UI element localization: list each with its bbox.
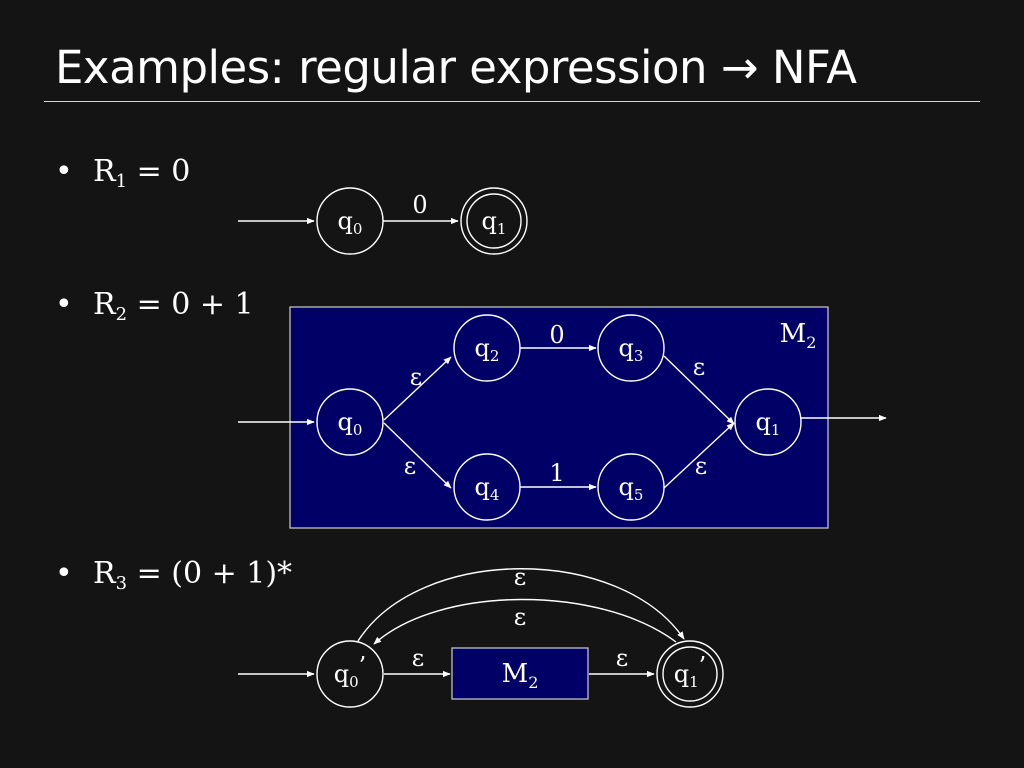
regex-name: R [93,556,116,591]
machine-box-m2 [451,647,589,700]
regex-expression: = (0 + 1)* [127,556,293,591]
bullet-dot: • [55,556,73,591]
svg-text:q0’: q0’ [334,652,367,691]
svg-text:q0: q0 [338,207,363,238]
transition-label: 0 [549,321,564,349]
svg-text:q1: q1 [482,207,507,238]
regex-subscript: 3 [115,573,128,594]
svg-text:q0: q0 [338,408,363,439]
example-3-bullet: • R3 = (0 + 1)* [55,556,293,594]
regex-name: R [93,287,116,322]
state-q3: q3 [597,314,665,382]
machine-box-m2 [289,306,829,529]
bullet-dot: • [55,154,73,189]
nfa-3: q0’ ε M2 ε q1’ ε ε [238,563,724,708]
regex-expression: = 0 [127,154,191,189]
transition-q0-q4 [383,422,452,489]
state-subscript: 0 [353,220,363,238]
transition-label-epsilon: ε [412,644,424,672]
transition-skip-arc [357,568,685,642]
transition-label-epsilon: ε [404,452,416,480]
transition-q5-q1 [663,422,735,489]
state-q1-prime-accepting: q1’ [656,640,724,708]
state-q0-prime: q0’ [316,640,384,708]
transition-label: 0 [412,191,427,219]
state-label: q [482,207,497,235]
nfa-1: q0 0 q1 [238,187,528,255]
machine-box-label: M2 [502,659,539,692]
example-1-bullet: • R1 = 0 [55,154,191,192]
transition-q3-q1 [663,355,735,425]
svg-text:q3: q3 [619,334,644,365]
regex-expression: = 0 + 1 [127,287,254,322]
transition-label-epsilon: ε [695,452,707,480]
state-q0: q0 [316,187,384,255]
state-q1: q1 [734,388,802,456]
svg-text:q1: q1 [756,408,781,439]
regex-name: R [93,154,116,189]
transition-q0-q2 [383,356,452,421]
title-divider [44,101,980,102]
transition-label-epsilon: ε [514,603,526,631]
transition-label-epsilon: ε [410,363,422,391]
transition-label-epsilon: ε [616,644,628,672]
example-2-bullet: • R2 = 0 + 1 [55,287,254,325]
svg-text:q2: q2 [475,334,500,365]
transition-loop-back-arc [373,598,677,645]
state-subscript: 1 [497,220,507,238]
regex-subscript: 1 [115,171,128,192]
transition-label-epsilon: ε [514,563,526,591]
bullet-dot: • [55,287,73,322]
slide-title: Examples: regular expression → NFA [55,41,857,94]
svg-text:q4: q4 [475,473,500,504]
machine-box-label: M2 [780,319,817,352]
svg-text:q1’: q1’ [674,652,707,691]
transition-label-epsilon: ε [693,353,705,381]
state-label: q [338,207,353,235]
nfa-2: M2 q0 q2 q3 q4 q5 q1 ε 0 [238,306,887,529]
regex-subscript: 2 [115,304,128,325]
state-q1-accepting: q1 [460,187,528,255]
state-q0: q0 [316,388,384,456]
svg-text:q5: q5 [619,473,644,504]
transition-label: 1 [549,459,564,487]
state-q5: q5 [597,453,665,521]
